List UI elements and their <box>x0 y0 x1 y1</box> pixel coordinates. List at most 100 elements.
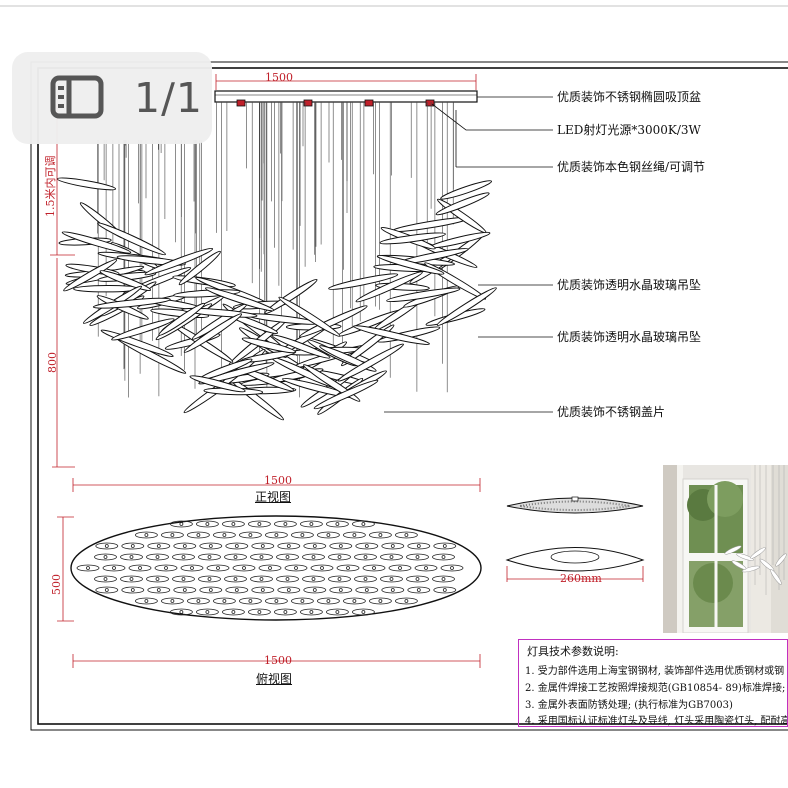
sidebar-toggle-icon[interactable] <box>50 74 104 120</box>
top-view-hole <box>231 610 236 614</box>
top-view-crystal <box>169 520 193 528</box>
viewer-top-border <box>0 5 788 7</box>
top-view-hole <box>156 588 161 592</box>
crystal-pendant <box>386 287 461 303</box>
top-view-hole <box>104 544 109 548</box>
crystal-pendant <box>189 375 246 393</box>
top-view-hole <box>248 599 253 603</box>
top-view-crystal <box>406 575 429 583</box>
top-view-hole <box>294 566 298 570</box>
top-view-crystal <box>160 597 184 605</box>
top-view-hole <box>259 555 264 559</box>
top-view-crystal <box>276 553 299 561</box>
top-view-hole <box>364 588 369 592</box>
top-view-crystal <box>94 553 117 561</box>
top-view-crystal <box>316 597 340 605</box>
top-view-crystal <box>394 597 418 605</box>
crystal-pendant <box>299 305 368 338</box>
top-view-hole <box>286 588 291 592</box>
top-view-hole <box>138 566 142 570</box>
crystal-pendant <box>99 270 152 292</box>
top-view-crystal <box>277 586 301 594</box>
top-view-hole <box>156 544 161 548</box>
dim-crystal-height: 800 <box>46 352 59 373</box>
top-view-crystal <box>195 608 219 616</box>
top-view-hole <box>335 610 340 614</box>
top-view-hole <box>207 555 212 559</box>
top-view-hole <box>378 599 383 603</box>
top-view-crystal <box>407 542 431 550</box>
crystal-pendant <box>355 271 423 303</box>
top-view-crystal <box>329 586 353 594</box>
top-view-hole <box>378 533 383 537</box>
crystal-pendant <box>144 247 214 276</box>
top-view-crystal <box>172 553 195 561</box>
top-view-hole <box>398 566 402 570</box>
top-view-hole <box>170 599 175 603</box>
crystal-pendant <box>56 177 117 191</box>
top-view-hole <box>286 544 291 548</box>
crystal-pendant <box>353 325 430 345</box>
top-view-hole <box>312 544 317 548</box>
top-view-hole <box>103 577 108 581</box>
top-view-crystal <box>273 608 297 616</box>
top-view-crystal <box>354 575 377 583</box>
top-view-crystal <box>212 597 236 605</box>
top-view-crystal <box>310 564 334 572</box>
top-view-crystal <box>407 586 431 594</box>
spec-line: 1. 受力部件选用上海宝钢钢材, 装饰部件选用优质钢材或钢 <box>525 666 785 677</box>
top-view-hole <box>361 522 366 526</box>
top-view-crystal <box>388 564 412 572</box>
top-view-hole <box>283 610 288 614</box>
top-view-hole <box>312 588 317 592</box>
top-view-crystal <box>440 564 464 572</box>
top-view-hole <box>450 566 454 570</box>
top-view-crystal <box>94 575 117 583</box>
top-view-hole <box>320 566 324 570</box>
top-view-hole <box>300 533 305 537</box>
spec-line: 2. 金属件焊接工艺按照焊接规范(GB10854- 89)标准焊接; <box>525 683 786 694</box>
crystal-pendant <box>278 296 341 337</box>
top-view-hole <box>268 566 272 570</box>
crystal-detail <box>505 496 645 582</box>
page-indicator-badge[interactable]: 1/1 <box>12 52 212 144</box>
callout-cable: 优质装饰本色钢丝绳/可调节 <box>557 160 706 174</box>
top-view-hole <box>389 577 394 581</box>
top-view-crystal <box>328 575 351 583</box>
top-view-crystal <box>381 542 405 550</box>
top-view-hole <box>259 577 264 581</box>
spec-line: 3. 金属外表面防锈处理; (执行标准为GB7003) <box>525 700 733 711</box>
top-view-crystal <box>273 520 297 528</box>
top-view-crystal <box>290 597 314 605</box>
crystal-pendant <box>435 192 490 216</box>
top-view-crystal <box>121 542 145 550</box>
top-view-crystal <box>433 586 457 594</box>
top-view-hole <box>207 577 212 581</box>
crystal-pendant <box>241 337 296 354</box>
crystal-pendant <box>264 278 318 314</box>
top-view-crystal <box>299 520 323 528</box>
top-view-crystal <box>299 608 323 616</box>
crystal-pendant <box>183 313 243 353</box>
top-view-crystal <box>277 542 301 550</box>
callout-led: LED射灯光源*3000K/3W <box>557 123 701 137</box>
top-view-crystal <box>121 586 145 594</box>
top-view <box>70 515 482 621</box>
top-view-hole <box>326 599 331 603</box>
top-view-crystal <box>147 586 171 594</box>
top-view-hole <box>181 555 186 559</box>
top-view-hole <box>257 522 262 526</box>
top-view-hole <box>208 544 213 548</box>
top-view-crystal <box>146 553 169 561</box>
top-view-hole <box>233 555 238 559</box>
top-view-crystal <box>250 575 273 583</box>
top-view-hole <box>404 533 409 537</box>
top-view-hole <box>361 610 366 614</box>
top-view-hole <box>352 533 357 537</box>
top-view-caption: 俯视图 <box>256 672 293 686</box>
top-view-crystal <box>160 531 184 539</box>
top-view-hole <box>311 577 316 581</box>
top-view-hole <box>337 555 342 559</box>
top-view-crystal <box>258 564 282 572</box>
top-view-hole <box>416 544 421 548</box>
